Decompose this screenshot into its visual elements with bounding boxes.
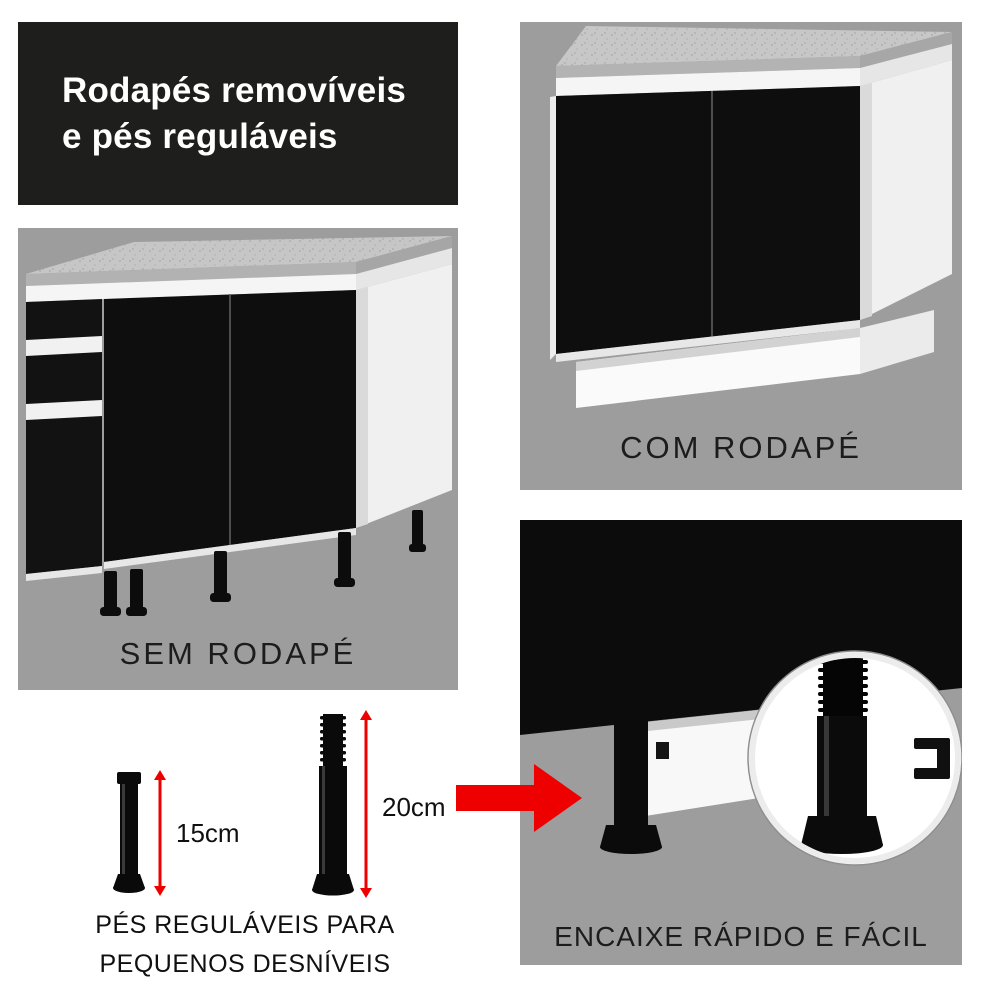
handle-rail [26,248,452,302]
measure-label-20cm: 20cm [382,792,446,822]
label-encaixe: ENCAIXE RÁPIDO E FÁCIL [554,921,928,952]
header-title-line1: Rodapés removíveis [62,70,407,110]
measure-arrow-15-icon [154,770,166,896]
red-arrow-right-icon [456,764,582,832]
baseboard-detail-illustration [520,520,962,866]
foot-body-icon [801,716,883,854]
left-cabinet-drawers [26,299,102,574]
feet-caption-line1: PÉS REGULÁVEIS PARA [95,911,395,939]
cabinet-bottom-edge [556,320,860,362]
adjustable-foot-short-icon [113,772,145,893]
handle-rail [556,44,952,96]
adjustable-foot-tall-icon [312,714,354,896]
cabinet-side-panel [860,60,952,320]
adjustable-foot [600,720,662,854]
cabinet-side-panel [356,264,452,528]
feet-caption-line2: PEQUENOS DESNÍVEIS [99,950,391,978]
side-shading [356,287,368,528]
countertop [556,26,952,78]
panel-sem-rodape: SEM RODAPÉ [18,228,458,690]
measure-label-15cm: 15cm [176,818,240,848]
cabinet-doors [104,290,356,562]
clip-on-board [656,742,669,759]
cabinet-left-edge [550,96,556,360]
side-shading [860,83,872,320]
label-sem-rodape: SEM RODAPÉ [119,636,357,671]
countertop [26,236,452,286]
cabinet-bottom-edge [26,528,356,581]
panel-com-rodape: COM RODAPÉ [520,22,962,490]
measure-arrow-20-icon [360,710,372,898]
cabinet-with-baseboard-illustration [550,26,952,408]
panel-encaixe: ENCAIXE RÁPIDO E FÁCIL [520,520,962,965]
cabinet-legs [100,510,426,616]
cabinet-doors [556,86,860,354]
header-title-line2: e pés reguláveis [62,116,338,156]
cabinet-without-baseboard-illustration [26,236,452,616]
mounting-clip-icon [914,738,950,779]
threaded-section-icon [818,658,868,718]
header-banner: Rodapés removíveis e pés reguláveis [18,22,458,205]
baseboard [576,310,934,408]
feet-caption: PÉS REGULÁVEIS PARA PEQUENOS DESNÍVEIS [50,906,440,984]
label-com-rodape: COM RODAPÉ [620,430,862,465]
zoom-detail-circle [747,650,962,866]
